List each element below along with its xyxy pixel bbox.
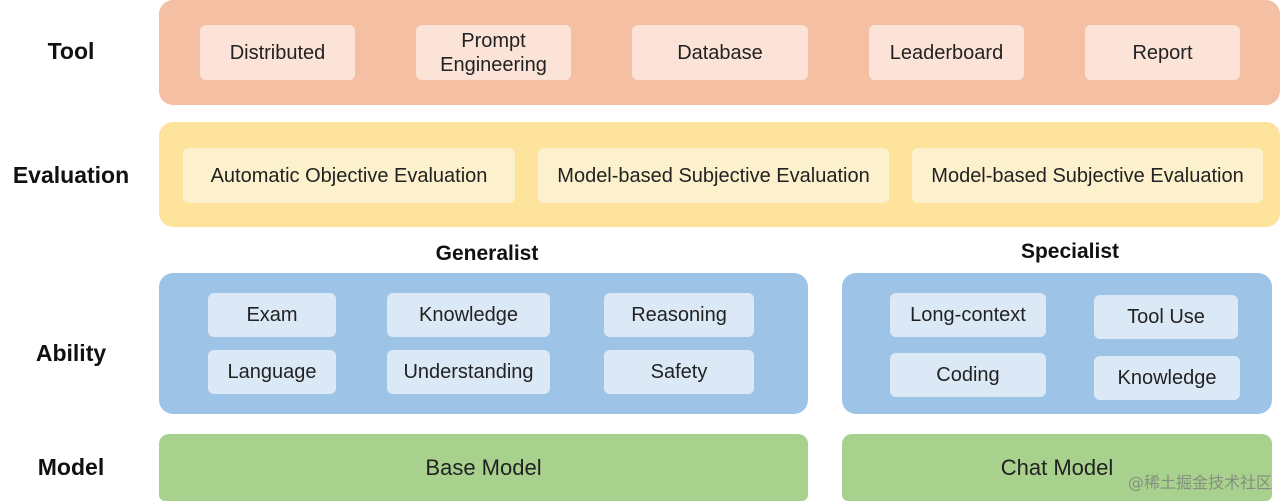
evaluation-item-automatic-objective: Automatic Objective Evaluation [183, 148, 515, 203]
watermark: @稀土掘金技术社区 [1127, 473, 1272, 492]
ability-item-reasoning: Reasoning [604, 293, 754, 337]
row-label-tool: Tool [47, 38, 95, 64]
ability-item-exam: Exam [208, 293, 336, 337]
row-label-ability: Ability [35, 340, 107, 366]
row-label-model: Model [37, 454, 105, 480]
specialist-title: Specialist [1020, 240, 1120, 263]
ability-item-understanding: Understanding [387, 350, 550, 394]
tool-item-distributed: Distributed [200, 25, 355, 80]
chat-model-band: Chat Model [842, 434, 1272, 501]
tool-item-report: Report [1085, 25, 1240, 80]
tool-item-prompt-engineering-label: Prompt Engineering [440, 29, 547, 76]
evaluation-item-model-based-subjective-1: Model-based Subjective Evaluation [538, 148, 889, 203]
ability-item-tool-use: Tool Use [1094, 295, 1238, 339]
tool-item-database: Database [632, 25, 808, 80]
ability-item-long-context: Long-context [890, 293, 1046, 337]
ability-item-language: Language [208, 350, 336, 394]
generalist-title: Generalist [435, 242, 539, 265]
ability-item-coding: Coding [890, 353, 1046, 397]
base-model-band: Base Model [159, 434, 808, 501]
row-label-evaluation: Evaluation [12, 162, 130, 188]
ability-item-knowledge: Knowledge [387, 293, 550, 337]
tool-item-leaderboard: Leaderboard [869, 25, 1024, 80]
ability-item-knowledge-specialist: Knowledge [1094, 356, 1240, 400]
ability-item-safety: Safety [604, 350, 754, 394]
tool-item-prompt-engineering: Prompt Engineering [416, 25, 571, 80]
evaluation-item-model-based-subjective-2: Model-based Subjective Evaluation [912, 148, 1263, 203]
